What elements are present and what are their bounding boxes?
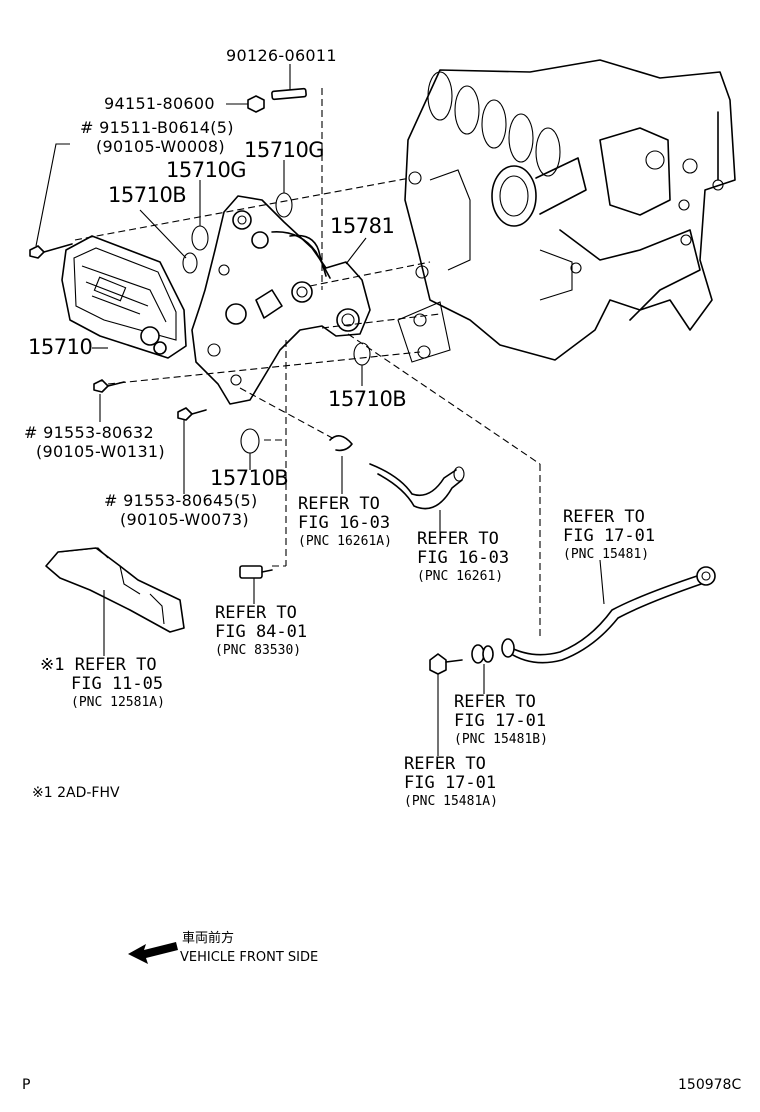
- reference-line3: (PNC 12581A): [71, 695, 165, 710]
- reference-line3: (PNC 83530): [215, 643, 302, 658]
- reference-line2: FIG 17-01: [563, 526, 656, 546]
- reference-line3: (PNC 15481A): [404, 794, 498, 809]
- reference-83530: REFER TO FIG 84-01 (PNC 83530): [215, 603, 308, 658]
- bolts: [29, 87, 494, 675]
- label-pipe-15781: 15781: [330, 214, 395, 238]
- label-gasket-b-upper: 15710B: [108, 183, 187, 207]
- label-gasket-g-right: 15710G: [244, 138, 325, 162]
- direction-japanese: 車両前方: [182, 931, 235, 946]
- label-bolt-left-c: # 91553-80645(5): [104, 491, 258, 510]
- reference-line1: REFER TO: [298, 494, 380, 514]
- footnote: ※1 2AD-FHV: [32, 785, 120, 801]
- reference-line1: REFER TO: [215, 603, 297, 623]
- reference-line2: FIG 84-01: [215, 622, 308, 642]
- reference-line1: REFER TO: [404, 754, 486, 774]
- reference-line1: ※1 REFER TO: [40, 655, 157, 675]
- oil-cooler-element: [61, 235, 187, 359]
- reference-line3: (PNC 15481): [563, 547, 650, 562]
- reference-line1: REFER TO: [454, 692, 536, 712]
- direction-english: VEHICLE FRONT SIDE: [180, 950, 319, 965]
- reference-line2: FIG 11-05: [71, 674, 164, 694]
- illustration-number: 150978C: [678, 1077, 742, 1093]
- reference-line3: (PNC 16261A): [298, 534, 392, 549]
- reference-line2: FIG 16-03: [417, 548, 510, 568]
- oil-cooler-housing: [191, 195, 371, 405]
- reference-line2: FIG 17-01: [404, 773, 497, 793]
- label-gasket-b-right: 15710B: [328, 387, 407, 411]
- label-bolt-left-b-alt: (90105-W0131): [36, 442, 165, 461]
- label-gasket-b-lower: 15710B: [210, 466, 289, 490]
- label-bolt-top: 90126-06011: [226, 46, 337, 65]
- reference-line2: FIG 16-03: [298, 513, 391, 533]
- corner-code-left: P: [22, 1077, 31, 1093]
- reference-line3: (PNC 16261): [417, 569, 504, 584]
- engine-block: [397, 59, 736, 363]
- label-bolt-left-c-alt: (90105-W0073): [120, 510, 249, 529]
- reference-16261: REFER TO FIG 16-03 (PNC 16261): [417, 529, 510, 584]
- label-gasket-g-left: 15710G: [166, 158, 247, 182]
- reference-15481: REFER TO FIG 17-01 (PNC 15481): [563, 507, 656, 562]
- bracket: [45, 547, 185, 633]
- reference-15481a: REFER TO FIG 17-01 (PNC 15481A): [404, 754, 498, 809]
- reference-line1: REFER TO: [417, 529, 499, 549]
- vehicle-front-arrow: [128, 942, 178, 964]
- reference-15481b: REFER TO FIG 17-01 (PNC 15481B): [454, 692, 548, 747]
- label-bolt-left-b: # 91553-80632: [24, 423, 154, 442]
- reference-line2: FIG 17-01: [454, 711, 547, 731]
- dashed-guides: [74, 88, 541, 640]
- reference-12581a: ※1 REFER TO FIG 11-05 (PNC 12581A): [40, 655, 165, 710]
- label-bolt-left-a: # 91511-B0614(5): [80, 118, 234, 137]
- reference-line3: (PNC 15481B): [454, 732, 548, 747]
- label-bolt-left-a-alt: (90105-W0008): [96, 137, 225, 156]
- label-nut-top: 94151-80600: [104, 94, 215, 113]
- hoses-and-pipes: [289, 234, 716, 664]
- leader-lines: [35, 64, 605, 756]
- reference-line1: REFER TO: [563, 507, 645, 527]
- label-cooler-15710: 15710: [28, 335, 93, 359]
- reference-16261a: REFER TO FIG 16-03 (PNC 16261A): [298, 494, 392, 549]
